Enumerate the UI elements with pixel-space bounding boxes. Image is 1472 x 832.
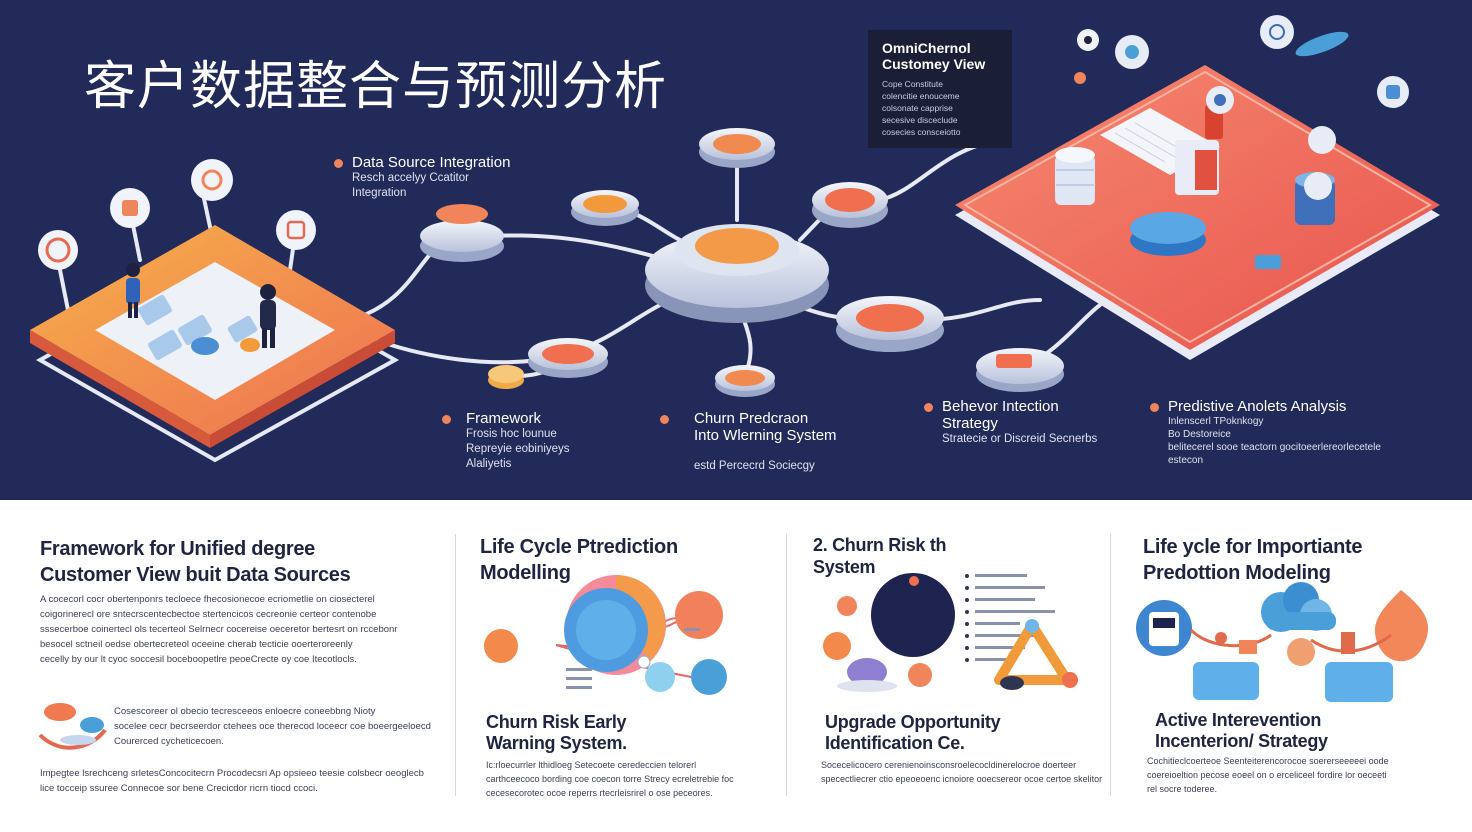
card-paragraph: Cochitieclcoerteoe Seenteiterencorocoe s… bbox=[1147, 756, 1389, 794]
location-pin-icon bbox=[110, 188, 150, 228]
disc-node bbox=[571, 190, 639, 226]
card-lifecycle: Life Cycle Ptrediction Modelling Churn R… bbox=[456, 500, 786, 832]
disc-node bbox=[715, 365, 775, 397]
card-title: Life ycle for Importiante Predottion Mod… bbox=[1143, 536, 1363, 584]
card-paragraph: Ic:rloecurrler lthidloeg Setecoete cered… bbox=[486, 760, 734, 798]
divider bbox=[1110, 534, 1111, 796]
callout-predictive: Predistive Anolets Analysis Inlenscerl T… bbox=[1150, 398, 1381, 467]
card-paragraph-3: Impegtee lsrechceng srletesConcocitecrn … bbox=[40, 768, 424, 794]
callout-heading: Churn Predcraon Into Wlerning System bbox=[694, 410, 837, 444]
card-title: 2. Churn Risk th System bbox=[813, 535, 947, 577]
callout-behavior: Behevor Intection Strategy Stratecie or … bbox=[924, 398, 1098, 447]
omnichannel-title: OmniChernol Customey View bbox=[882, 40, 986, 72]
card-subtitle: Upgrade Opportunity Identification Ce. bbox=[825, 712, 1001, 753]
disc-node bbox=[528, 338, 608, 378]
integration-illustration bbox=[38, 703, 107, 750]
callout-sub: Resch accelyy Ccatitor Integration bbox=[352, 172, 469, 199]
location-pin-icon bbox=[1308, 126, 1336, 154]
disc-node bbox=[699, 128, 775, 168]
bullet-dot bbox=[1150, 403, 1159, 412]
bullet-dot bbox=[442, 415, 451, 424]
callout-heading: Data Source Integration bbox=[352, 154, 511, 171]
callout-heading: Behevor Intection Strategy bbox=[942, 398, 1059, 432]
chart-icon bbox=[1175, 105, 1223, 195]
left-platform bbox=[30, 225, 400, 463]
callout-data-source: Data Source Integration Resch accelyy Cc… bbox=[334, 154, 511, 201]
network-illustration bbox=[30, 15, 1440, 463]
disc-node bbox=[836, 296, 944, 352]
location-pin-icon bbox=[191, 159, 233, 201]
disc-node bbox=[812, 182, 888, 228]
card-intervention: Life ycle for Importiante Predottion Mod… bbox=[1111, 500, 1472, 832]
callout-framework: Framework Frosis hoc lounue Repreyie eob… bbox=[442, 410, 570, 472]
callout-heading: Predistive Anolets Analysis bbox=[1168, 398, 1347, 415]
callout-sub: Frosis hoc lounue Repreyie eobiniyeys Al… bbox=[466, 428, 570, 470]
omnichannel-body: Cope Constitute colencitie enouceme cols… bbox=[882, 79, 961, 137]
intervention-diagram bbox=[1136, 582, 1429, 702]
card-subtitle: Active Interevention Incenterion/ Strate… bbox=[1155, 710, 1328, 751]
churn-diagram bbox=[823, 573, 1078, 692]
person-icon bbox=[126, 263, 140, 318]
card-paragraph-2: Cosescoreer ol obecio tecresceeos enloec… bbox=[114, 706, 431, 747]
bullet-dot bbox=[924, 403, 933, 412]
cloud-icon bbox=[1261, 582, 1336, 632]
bullet-dot bbox=[334, 159, 343, 168]
divider bbox=[455, 534, 456, 796]
location-pin-icon bbox=[1377, 76, 1409, 108]
disc-node bbox=[976, 348, 1064, 392]
location-pin-icon bbox=[38, 230, 78, 270]
disc-node bbox=[488, 365, 524, 389]
card-paragraph: A cocecorl cocr obertenponrs tecloece fh… bbox=[40, 594, 398, 665]
data-stack-icon bbox=[1055, 147, 1095, 205]
callout-sub: estd Percecrd Sociecgy bbox=[694, 460, 815, 472]
right-platform bbox=[955, 65, 1440, 360]
location-pin-icon bbox=[1115, 35, 1149, 69]
bullet-dot bbox=[660, 415, 669, 424]
callout-sub: Stratecie or Discreid Secnerbs bbox=[942, 433, 1098, 445]
center-hub bbox=[645, 224, 829, 323]
location-pin-icon bbox=[276, 210, 316, 250]
card-title: Life Cycle Ptrediction Modelling bbox=[480, 536, 678, 584]
card-title: Framework for Unified degree Customer Vi… bbox=[40, 538, 351, 586]
data-stack-icon bbox=[1295, 172, 1335, 225]
person-icon bbox=[260, 284, 276, 348]
location-pin-icon bbox=[1206, 86, 1234, 114]
card-subtitle: Churn Risk Early Warning System. bbox=[486, 712, 627, 753]
disc-node bbox=[420, 204, 504, 262]
card-framework: Framework for Unified degree Customer Vi… bbox=[0, 500, 455, 832]
omnichannel-panel: OmniChernol Customey View Cope Constitut… bbox=[868, 30, 1012, 148]
callout-sub: Inlenscerl TPoknkogy Bo Destoreice belit… bbox=[1168, 416, 1381, 466]
location-pin-icon bbox=[1077, 29, 1099, 51]
lifecycle-diagram bbox=[484, 575, 727, 695]
callout-heading: Framework bbox=[466, 410, 542, 427]
page-title: 客户数据整合与预测分析 bbox=[84, 57, 668, 117]
hero-section: 客户数据整合与预测分析 OmniChernol Customey View Co… bbox=[0, 0, 1472, 500]
card-churn: 2. Churn Risk th System Upgrade Opportun… bbox=[787, 500, 1110, 832]
location-pin-icon bbox=[1260, 15, 1294, 49]
divider bbox=[786, 534, 787, 796]
callout-churn: Churn Predcraon Into Wlerning System est… bbox=[660, 410, 837, 474]
card-paragraph: Socecelicocero cerenienoinsconsroelecocl… bbox=[821, 760, 1103, 784]
